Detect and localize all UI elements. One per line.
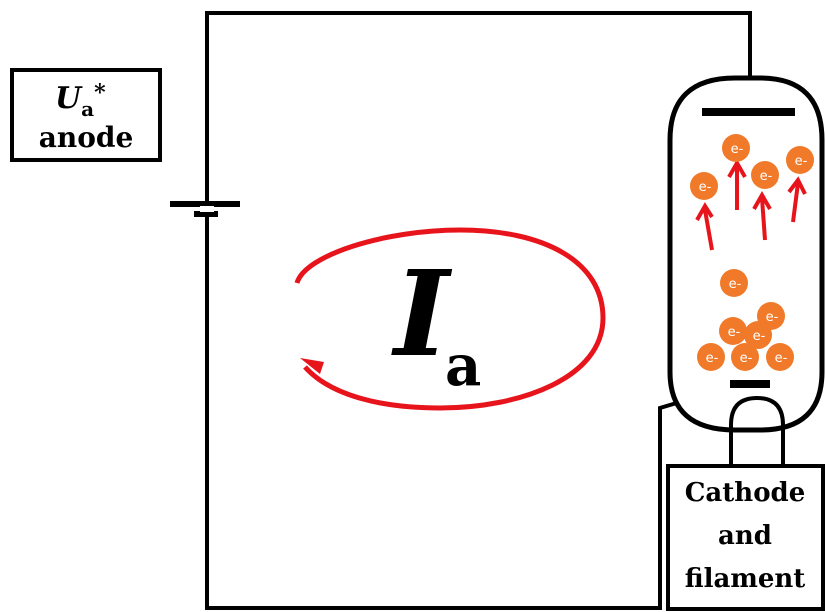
electron-label: e-: [753, 329, 766, 344]
electron: e-: [766, 343, 794, 371]
electron: e-: [722, 134, 750, 162]
electron-label: e-: [706, 351, 719, 366]
anode-voltage-subscript: a: [81, 97, 94, 121]
anode-label-word: anode: [39, 121, 134, 154]
current-symbol: I: [391, 244, 453, 383]
current-arrowhead: [300, 358, 324, 374]
anode-voltage-label: Ua* anode: [10, 68, 162, 162]
svg-text:Ua*: Ua*: [55, 80, 106, 121]
cathode-label-line3: filament: [685, 564, 806, 594]
electron: e-: [720, 269, 748, 297]
cathode-filament-label: Cathode and filament: [666, 464, 825, 611]
cathode-label-line1: Cathode: [685, 478, 806, 508]
circuit-wire-main: [205, 11, 752, 610]
electron-arrow: [695, 202, 714, 251]
electron-label: e-: [766, 310, 779, 325]
circuit-wire-return: [207, 388, 721, 610]
electron-flow-arrows: [695, 158, 807, 251]
electron-arrow: [787, 176, 807, 223]
anode-voltage-symbol: U: [55, 81, 83, 116]
electron: e-: [786, 146, 814, 174]
current-loop-arrow: [294, 227, 606, 411]
electrons: e-e-e-e-e-e-e-e-e-e-e-: [690, 134, 814, 371]
electron: e-: [719, 317, 747, 345]
filament-loop: [729, 395, 785, 465]
anode-voltage-superscript: *: [94, 80, 106, 106]
electron: e-: [697, 343, 725, 371]
current-subscript: a: [445, 333, 481, 399]
vacuum-tube-envelope: [667, 75, 825, 433]
cathode-label-line2: and: [718, 521, 772, 551]
electron-label: e-: [729, 277, 742, 292]
electron: e-: [731, 343, 759, 371]
electron: e-: [690, 172, 718, 200]
electron-label: e-: [699, 180, 712, 195]
electron-label: e-: [775, 351, 788, 366]
electron-label: e-: [795, 154, 808, 169]
electron-arrow: [727, 158, 747, 210]
electron-label: e-: [740, 351, 753, 366]
electron-label: e-: [760, 169, 773, 184]
electron-label: e-: [728, 325, 741, 340]
electron-label: e-: [731, 142, 744, 157]
electron: e-: [751, 161, 779, 189]
electron-arrow: [752, 190, 772, 241]
electron: e-: [744, 321, 772, 349]
anode-current-label: I a: [391, 244, 481, 399]
